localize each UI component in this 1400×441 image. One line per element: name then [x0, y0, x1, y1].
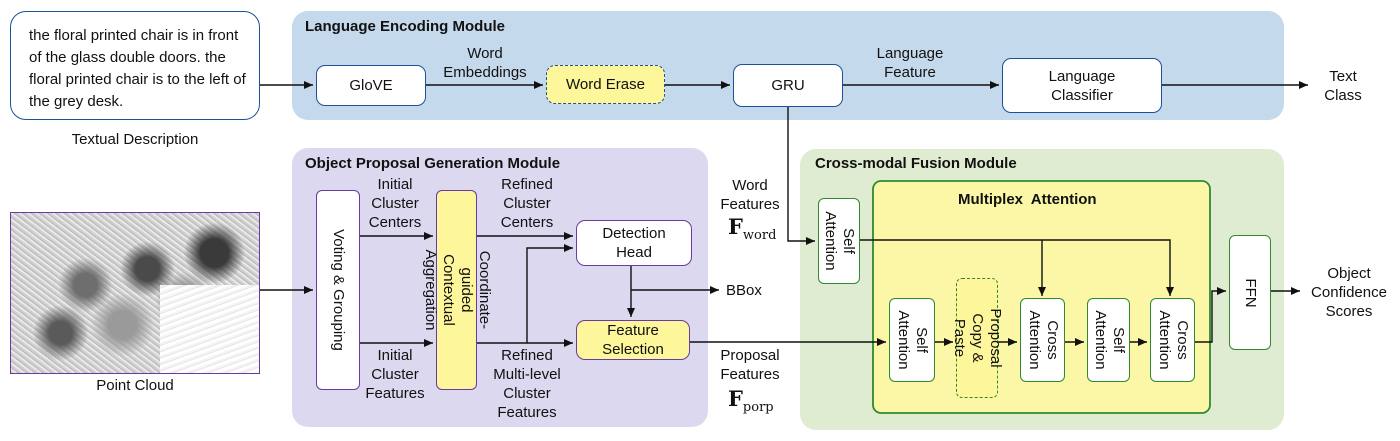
proposal-features-symbol-letter: F: [728, 386, 743, 411]
gru-label: GRU: [771, 77, 805, 94]
self-attention-2-label: Self Attention: [1091, 310, 1127, 370]
language-feature-label: Language Feature: [876, 45, 944, 81]
proposal-features-symbol-subscript: porp: [742, 400, 774, 416]
fusion-module-title: Cross-modal Fusion Module: [815, 155, 1017, 172]
contextual-aggregation-box: Coordinate-guided Contextual Aggregation: [422, 190, 493, 390]
object-confidence-scores-label: Object Confidence Scores: [1311, 265, 1387, 320]
proposal-features-label: Proposal Features: [720, 347, 780, 383]
language-module-title: Language Encoding Module: [305, 18, 505, 35]
word-features-symbol: Fword: [728, 214, 776, 243]
voting-grouping-label: Voting & Grouping: [330, 229, 347, 351]
point-cloud-image: [10, 212, 260, 374]
bbox-label: BBox: [726, 282, 762, 299]
glove-label: GloVE: [349, 77, 393, 94]
proposal-copy-paste-label: Proposal Copy & Paste: [951, 308, 1004, 368]
initial-cluster-centers-label: Initial Cluster Centers: [368, 176, 422, 231]
glove-box: GloVE: [316, 65, 426, 106]
contextual-aggregation-label: Coordinate-guided Contextual Aggregation: [421, 249, 493, 331]
proposal-module-title: Object Proposal Generation Module: [305, 155, 561, 172]
cross-attention-2-label: Cross Attention: [1155, 310, 1191, 370]
refined-multilevel-features-label: Refined Multi-level Cluster Features: [493, 347, 561, 421]
cross-attention-1-label: Cross Attention: [1025, 310, 1061, 370]
textual-description-box: the floral printed chair is in front of …: [10, 11, 260, 120]
cross-attention-2-box: Cross Attention: [1150, 298, 1195, 382]
detection-head-box: Detection Head: [576, 220, 692, 266]
voting-grouping-box: Voting & Grouping: [316, 190, 360, 390]
word-features-label: Word Features: [720, 177, 780, 213]
refined-cluster-centers-label: Refined Cluster Centers: [500, 176, 554, 231]
language-classifier-box: Language Classifier: [1002, 58, 1162, 113]
feature-selection-box: Feature Selection: [576, 320, 690, 360]
initial-cluster-features-label: Initial Cluster Features: [365, 347, 425, 402]
word-features-symbol-subscript: word: [742, 228, 777, 244]
self-attention-1-label: Self Attention: [895, 310, 930, 370]
self-attention-2-box: Self Attention: [1087, 298, 1130, 382]
textual-description-text: the floral printed chair is in front of …: [29, 27, 246, 110]
proposal-copy-paste-box: Proposal Copy & Paste: [951, 278, 1004, 398]
self-attention-1-box: Self Attention: [889, 298, 935, 382]
word-embeddings-label: Word Embeddings: [443, 45, 527, 81]
text-class-label: Text Class: [1324, 68, 1362, 104]
ffn-box: FFN: [1229, 235, 1271, 350]
word-features-symbol-letter: F: [728, 214, 743, 239]
self-attention-top-label: Self Attention: [822, 211, 857, 271]
word-erase-box: Word Erase: [546, 65, 665, 104]
cross-attention-1-box: Cross Attention: [1020, 298, 1065, 382]
self-attention-top-box: Self Attention: [818, 198, 860, 284]
multiplex-attention-title: Multiplex Attention: [958, 191, 1097, 208]
point-cloud-caption: Point Cloud: [96, 377, 174, 394]
connector-lines: [260, 81, 1308, 347]
ffn-label: FFN: [1242, 277, 1259, 308]
detection-head-label: Detection Head: [602, 225, 666, 261]
gru-box: GRU: [733, 64, 843, 107]
feature-selection-label: Feature Selection: [602, 322, 664, 358]
word-erase-label: Word Erase: [566, 76, 645, 93]
proposal-features-symbol: Fporp: [728, 386, 774, 415]
textual-description-caption: Textual Description: [71, 131, 199, 148]
language-classifier-label: Language Classifier: [1048, 67, 1116, 104]
